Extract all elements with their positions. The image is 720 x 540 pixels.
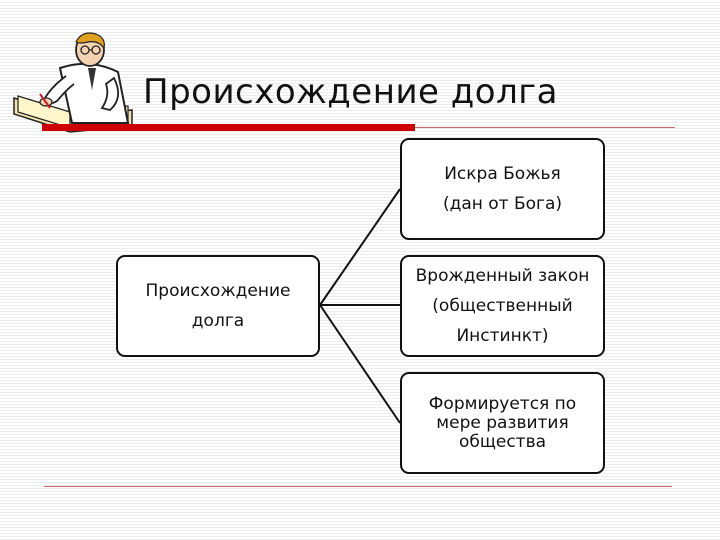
scholar-writing-icon — [10, 28, 135, 137]
footer-rule-line — [44, 486, 672, 487]
connector-to-child-1 — [319, 188, 401, 306]
root-node: Происхождение долга — [116, 255, 320, 357]
title-rule-line — [415, 127, 675, 128]
child-node-label: Формируется по мере развития общества — [428, 393, 577, 452]
slide-title: Происхождение долга — [143, 72, 559, 112]
child-node-label: Врожденный закон (общественный Инстинкт) — [415, 266, 590, 346]
title-accent-bar — [42, 124, 415, 131]
child-node-label: Искра Божья (дан от Бога) — [442, 164, 563, 214]
child-node-2: Врожденный закон (общественный Инстинкт) — [400, 255, 605, 357]
root-node-label: Происхождение долга — [145, 281, 291, 331]
child-node-1: Искра Божья (дан от Бога) — [400, 138, 605, 240]
connector-to-child-3 — [319, 304, 401, 424]
child-node-3: Формируется по мере развития общества — [400, 372, 605, 474]
